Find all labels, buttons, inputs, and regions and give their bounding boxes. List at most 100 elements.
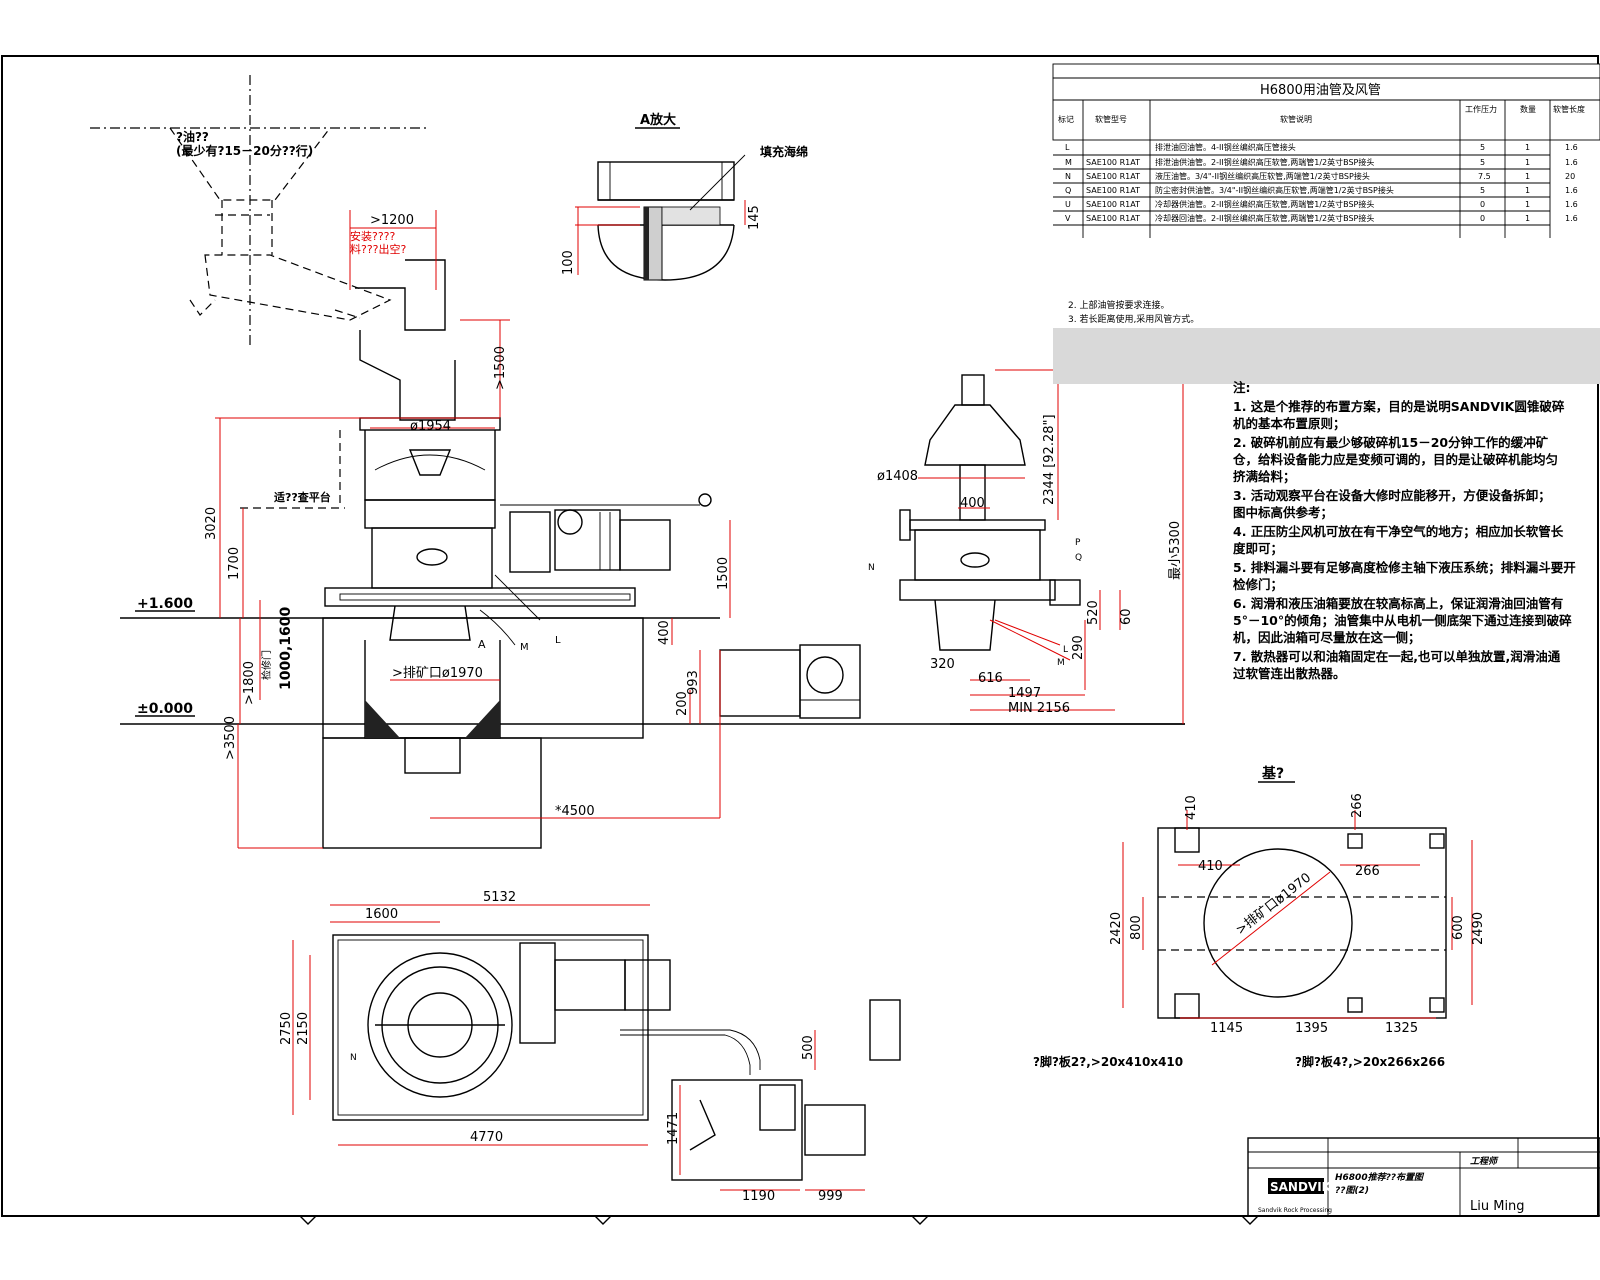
table-row: V SAE100 R1AT 冷却器回油管。2-II钢丝编织高压软管,两端管1/2… — [1065, 213, 1578, 223]
note-line: 6. 润滑和液压油箱要放在较高标高上，保证润滑油回油管有 — [1233, 596, 1563, 611]
table-cell: SAE100 R1AT — [1086, 172, 1140, 181]
company-sub: Sandvik Rock Processing — [1258, 1207, 1332, 1214]
plan-dim-500: 500 — [801, 1035, 816, 1060]
table-cell: 冷却器供油管。2-II钢丝编织高压软管,两端管1/2英寸BSP接头 — [1155, 199, 1374, 209]
note-line: 机的基本布置原则； — [1233, 416, 1346, 431]
feeder-hopper — [90, 75, 456, 421]
table-row: U SAE100 R1AT 冷却器供油管。2-II钢丝编织高压软管,两端管1/2… — [1065, 199, 1578, 209]
table-header-qty: 数量 — [1520, 104, 1536, 114]
side-label-n: N — [868, 563, 875, 573]
table-header-mark: 标记 — [1058, 114, 1074, 124]
table-cell: 1 — [1525, 143, 1530, 152]
table-cell: 1.6 — [1565, 186, 1578, 195]
table-cell: 5 — [1480, 158, 1485, 167]
plan-dims — [292, 904, 865, 1191]
dim-1800: >1800 — [242, 661, 257, 705]
crusher-side-view — [899, 374, 1185, 725]
plan-label-n: N — [350, 1053, 357, 1063]
dim-1200: >1200 — [370, 213, 414, 228]
table-cell: N — [1065, 172, 1071, 181]
foundation-dim-1325: 1325 — [1385, 1021, 1418, 1036]
elevation-dims — [135, 417, 731, 849]
side-label-l: L — [1063, 645, 1068, 655]
side-dim-5300: 最小5300 — [1168, 521, 1183, 580]
detail-a-dim-145: 145 — [747, 205, 762, 230]
table-header-pressure: 工作压力 — [1465, 104, 1497, 114]
plan-dim-1471: 1471 — [666, 1112, 681, 1145]
dim-3500: >3500 — [223, 716, 238, 760]
dim-1000: 1000,1600 — [278, 606, 294, 690]
foundation-dim-410-top: 410 — [1184, 795, 1199, 820]
side-label-q: Q — [1075, 553, 1082, 563]
red-note-2: 料???出空? — [350, 242, 407, 256]
plan-dim-1190: 1190 — [742, 1189, 775, 1204]
plan-dim-2150: 2150 — [296, 1012, 311, 1045]
side-dim-616: 616 — [978, 671, 1003, 686]
note-line: 3. 活动观察平台在设备大修时应能移开，方便设备拆卸； — [1233, 488, 1551, 503]
table-cell: 防尘密封供油管。3/4"-II钢丝编织高压软管,两端管1/2英寸BSP接头 — [1155, 185, 1394, 195]
note-line: 机，因此油箱可尽量放在这一侧； — [1233, 630, 1421, 645]
table-cell: 1.6 — [1565, 200, 1578, 209]
platform-label: 适??查平台 — [274, 490, 331, 504]
foundation-dim-266: 266 — [1355, 864, 1380, 879]
table-header-type: 软管型号 — [1095, 114, 1127, 124]
notes: 注: 1. 这是个推荐的布置方案，目的是说明SANDVIK圆锥破碎 机的基本布置… — [1232, 380, 1576, 681]
table-cell: 冷却器回油管。2-II钢丝编织高压软管,两端管1/2英寸BSP接头 — [1155, 213, 1374, 223]
foundation-bolt-right: ?脚?板4?,>20x266x266 — [1295, 1054, 1445, 1069]
table-cell: U — [1065, 200, 1071, 209]
note-line: 7. 散热器可以和油箱固定在一起,也可以单独放置,润滑油通 — [1233, 649, 1561, 664]
table-row: L 排泄油回油管。4-II钢丝编织高压管接头 5 1 1.6 — [1065, 142, 1578, 152]
table-cell: 1 — [1525, 186, 1530, 195]
level-plus-1600: +1.600 — [137, 596, 193, 612]
plan-dim-4770: 4770 — [470, 1130, 503, 1145]
foundation-dim-800: 800 — [1129, 915, 1144, 940]
dim-200: 200 — [675, 691, 690, 716]
table-cell: Q — [1065, 186, 1071, 195]
table-cell: 0 — [1480, 214, 1485, 223]
hopper-dims — [349, 210, 510, 420]
crusher-plan-view — [332, 934, 901, 1181]
table-cell: 1 — [1525, 172, 1530, 181]
dim-3020: 3020 — [204, 507, 219, 540]
table-cell: SAE100 R1AT — [1086, 214, 1140, 223]
detail-a-title: A放大 — [640, 112, 676, 128]
foundation-dim-266-top: 266 — [1350, 793, 1365, 818]
drawn-by: Liu Ming — [1470, 1199, 1525, 1214]
side-view-dims — [918, 369, 1184, 724]
side-dim-1497: 1497 — [1008, 686, 1041, 701]
table-cell: 1.6 — [1565, 214, 1578, 223]
table-cell: 排泄油供油管。2-II钢丝编织高压软管,两端管1/2英寸BSP接头 — [1155, 157, 1374, 167]
detail-a — [575, 127, 746, 281]
table-cell: 液压油管。3/4"-II钢丝编织高压软管,两端管1/2英寸BSP接头 — [1155, 171, 1370, 181]
level-zero: ±0.000 — [137, 701, 193, 717]
title-tag: 工程师 — [1470, 1156, 1499, 1167]
note-line: 4. 正压防尘风机可放在有干净空气的地方；相应加长软管长 — [1233, 524, 1564, 539]
side-dim-1408: ø1408 — [877, 469, 918, 484]
notes-heading: 注: — [1233, 380, 1251, 395]
table-cell: 1 — [1525, 214, 1530, 223]
foundation-plan — [1122, 781, 1473, 1019]
note-line: 检修门； — [1233, 577, 1283, 592]
drawing-subtitle: ??图(2) — [1335, 1185, 1369, 1196]
foundation-bolt-left: ?脚?板2?,>20x410x410 — [1033, 1054, 1183, 1069]
note-line: 2. 破碎机前应有最少够破碎机15－20分钟工作的缓冲矿 — [1233, 435, 1549, 450]
side-dim-400: 400 — [960, 496, 985, 511]
note-line: 5. 排料漏斗要有足够高度检修主轴下液压系统；排料漏斗要开 — [1233, 560, 1576, 575]
dim-1500-right: 1500 — [716, 557, 731, 590]
side-label-m: M — [1057, 658, 1065, 668]
label-a: A — [478, 638, 486, 651]
side-dim-290: 290 — [1071, 635, 1086, 660]
side-dim-520: 520 — [1086, 600, 1101, 625]
table-cell: M — [1065, 158, 1072, 167]
table-row: M SAE100 R1AT 排泄油供油管。2-II钢丝编织高压软管,两端管1/2… — [1065, 157, 1578, 167]
detail-a-dim-100: 100 — [561, 250, 576, 275]
foundation-dim-1395: 1395 — [1295, 1021, 1328, 1036]
foundation-dim-2420: 2420 — [1109, 912, 1124, 945]
plan-dim-999: 999 — [818, 1189, 843, 1204]
top-left-note-1: ?油?? — [176, 129, 209, 144]
plan-dim-2750: 2750 — [279, 1012, 294, 1045]
note-line: 5°－10°的倾角；油管集中从电机一侧底架下通过连接到破碎 — [1233, 613, 1572, 628]
foundation-dim-600: 600 — [1451, 915, 1466, 940]
foundation-title: 基? — [1262, 765, 1284, 782]
